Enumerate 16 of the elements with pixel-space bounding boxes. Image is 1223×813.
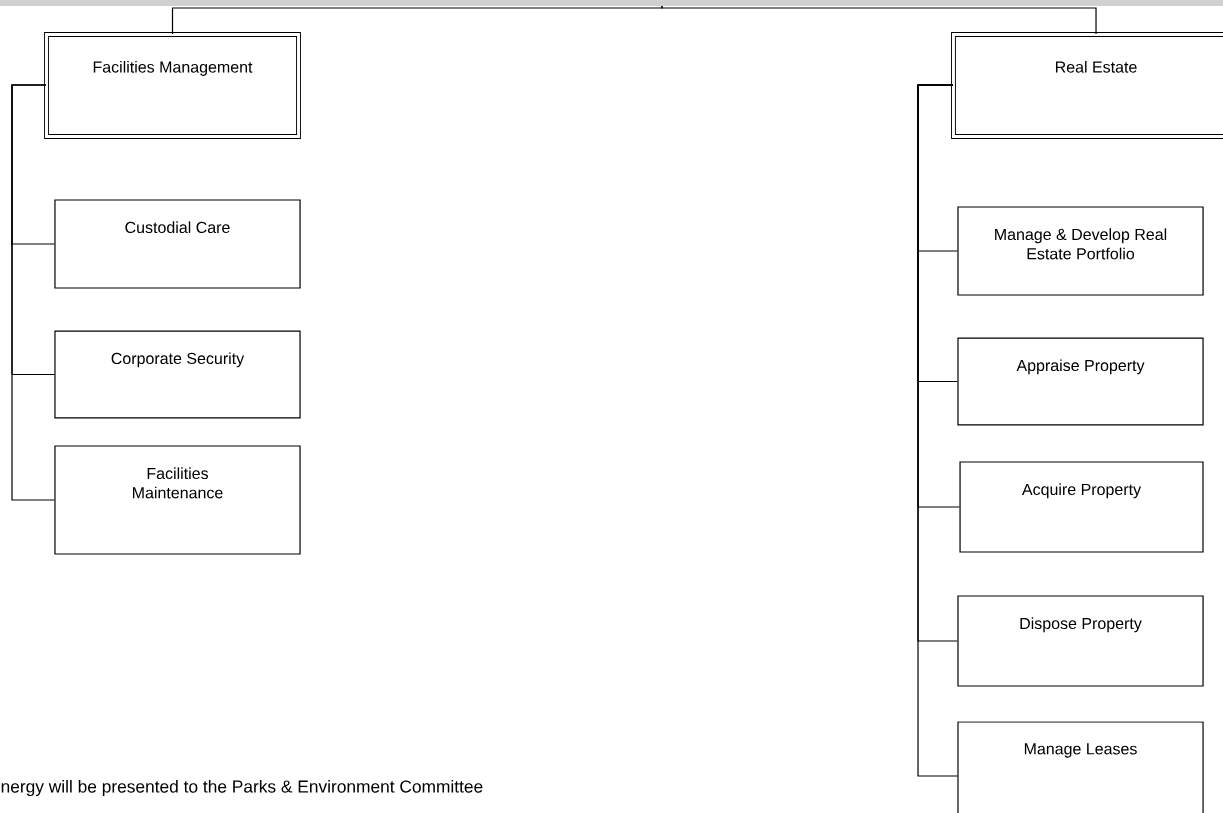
department-box: Facilities Management (44, 32, 301, 139)
function-box: Facilities Maintenance (54, 445, 301, 555)
function-box: Appraise Property (957, 337, 1204, 426)
connector-line (661, 5, 1097, 35)
function-box: Acquire Property (959, 461, 1204, 553)
note-text: nergy will be presented to the Parks & Environment Committee (1, 779, 483, 797)
header-bar (0, 0, 1223, 6)
connector-line (917, 84, 958, 777)
department-box: Real Estate (951, 32, 1223, 139)
connector-line (11, 84, 55, 501)
function-box: Custodial Care (54, 199, 301, 289)
function-box: Manage Leases (957, 721, 1204, 813)
function-box: Manage & Develop Real Estate Portfolio (957, 206, 1204, 296)
function-box: Corporate Security (54, 330, 301, 419)
connector-line (171, 5, 663, 35)
function-box: Dispose Property (957, 595, 1204, 687)
